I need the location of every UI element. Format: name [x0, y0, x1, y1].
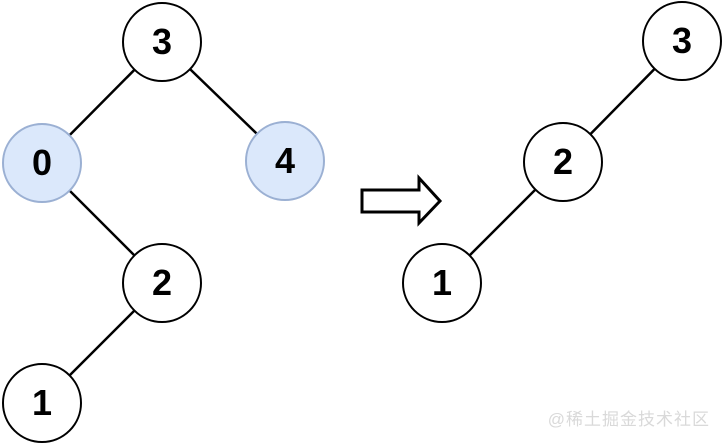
right-tree-node-1: 1 [402, 243, 482, 323]
left-tree-node-1: 1 [2, 363, 82, 443]
left-tree-node-3: 3 [122, 2, 202, 82]
left-tree-node-4: 4 [245, 121, 325, 201]
left-tree-node-2: 2 [122, 243, 202, 323]
right-tree-node-3: 3 [642, 1, 722, 81]
left-tree-node-0: 0 [2, 123, 82, 203]
right-tree-node-2: 2 [523, 122, 603, 202]
tree-edges [41, 40, 683, 404]
right-arrow-icon [360, 174, 443, 227]
watermark: @稀土掘金技术社区 [547, 410, 710, 429]
